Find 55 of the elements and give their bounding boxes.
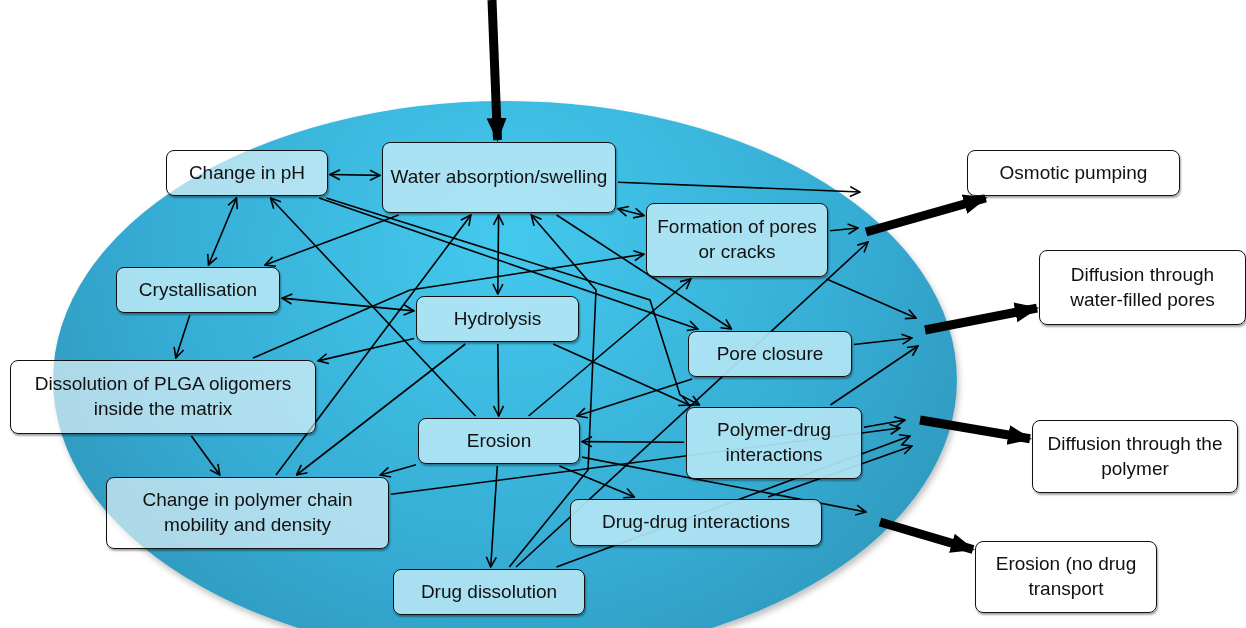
arrow bbox=[269, 197, 477, 417]
process-box: Formation of pores or cracks bbox=[646, 203, 828, 277]
arrow bbox=[581, 435, 685, 448]
arrow bbox=[281, 293, 415, 316]
process-box: Crystallisation bbox=[116, 267, 280, 313]
arrow bbox=[295, 343, 467, 476]
thick-arrow bbox=[878, 517, 975, 554]
arrow bbox=[558, 465, 636, 499]
process-box: Hydrolysis bbox=[416, 296, 579, 342]
process-box: Osmotic pumping bbox=[967, 150, 1180, 196]
arrow bbox=[767, 443, 913, 498]
arrow bbox=[853, 333, 913, 346]
arrow bbox=[508, 214, 597, 568]
process-box: Polymer-drug interactions bbox=[686, 407, 862, 479]
arrow bbox=[552, 343, 691, 407]
arrow bbox=[325, 197, 701, 406]
process-box: Drug dissolution bbox=[393, 569, 585, 615]
arrow bbox=[318, 197, 699, 332]
process-box: Erosion (no drug transport bbox=[975, 541, 1157, 613]
arrow bbox=[390, 423, 901, 496]
arrow bbox=[555, 434, 911, 568]
arrow bbox=[206, 197, 239, 266]
arrow bbox=[617, 181, 861, 198]
arrow bbox=[379, 464, 417, 478]
arrow bbox=[825, 278, 917, 320]
arrow bbox=[190, 435, 221, 476]
arrow bbox=[576, 378, 693, 419]
arrow bbox=[485, 465, 499, 568]
thick-arrow bbox=[924, 302, 1039, 335]
process-box: Erosion bbox=[418, 418, 580, 464]
thick-arrow bbox=[919, 415, 1032, 445]
arrow bbox=[264, 214, 400, 267]
arrow bbox=[317, 337, 415, 365]
arrow bbox=[173, 314, 191, 359]
process-box: Diffusion through the polymer bbox=[1032, 420, 1238, 493]
arrow bbox=[829, 345, 919, 406]
thick-arrow bbox=[486, 0, 507, 142]
arrow bbox=[829, 223, 859, 235]
process-box: Diffusion through water-filled pores bbox=[1039, 250, 1246, 325]
process-box: Water absorption/swelling bbox=[382, 142, 616, 213]
arrow bbox=[555, 214, 733, 330]
arrow bbox=[329, 168, 381, 181]
arrow bbox=[515, 241, 869, 568]
arrow bbox=[275, 214, 472, 476]
arrow bbox=[492, 343, 505, 417]
arrow bbox=[581, 456, 867, 516]
thick-arrow bbox=[864, 193, 988, 237]
arrow bbox=[617, 205, 645, 219]
arrow bbox=[863, 416, 906, 428]
arrow bbox=[252, 249, 645, 359]
arrow bbox=[492, 214, 505, 295]
process-box: Dissolution of PLGA oligomers inside the matrix bbox=[10, 360, 316, 434]
process-box: Drug-drug interactions bbox=[570, 499, 822, 546]
process-box: Pore closure bbox=[688, 331, 852, 377]
arrow bbox=[527, 278, 692, 417]
